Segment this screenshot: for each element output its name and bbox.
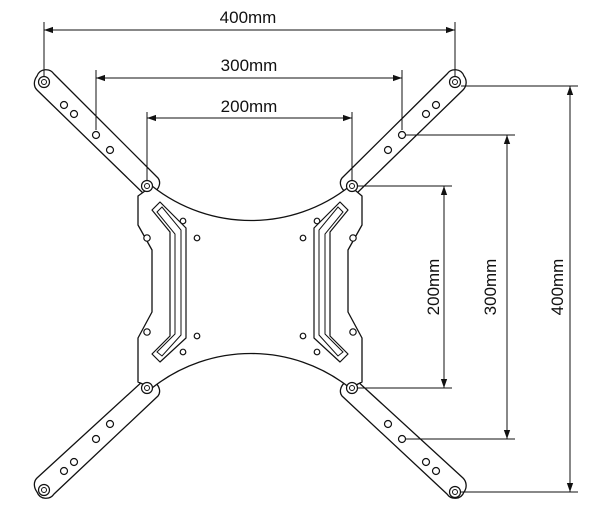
dim-label-h200: 200mm	[221, 97, 278, 116]
dimension-h300: 300mm	[95, 56, 403, 130]
dimension-v300: 300mm	[406, 134, 515, 440]
dimension-h400: 400mm	[43, 8, 456, 76]
dimension-v400: 400mm	[461, 85, 578, 493]
right-slot	[313, 201, 349, 363]
dim-label-v400: 400mm	[548, 259, 567, 316]
plate-holes	[143, 217, 357, 356]
arm-holes	[37, 75, 462, 499]
dim-label-v200: 200mm	[424, 259, 443, 316]
left-slot	[151, 201, 187, 363]
dim-label-v300: 300mm	[481, 259, 500, 316]
dim-label-h400: 400mm	[220, 8, 277, 27]
dim-label-h300: 300mm	[221, 56, 278, 75]
dimension-v200: 200mm	[358, 185, 452, 389]
dimension-h200: 200mm	[146, 97, 353, 180]
